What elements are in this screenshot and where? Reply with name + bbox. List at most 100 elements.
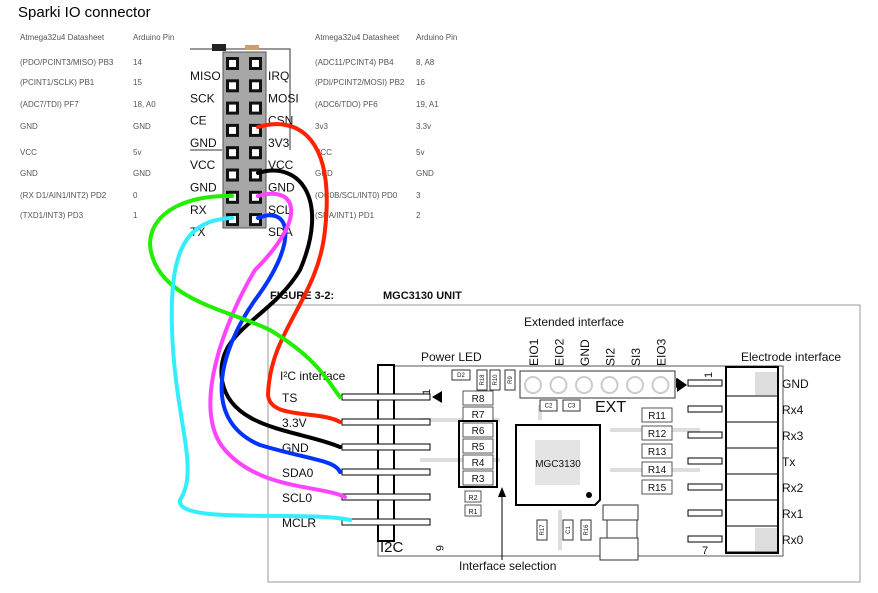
ext-pin-label: GND (578, 339, 592, 366)
table-cell-arduino-pin: 1 (133, 211, 138, 220)
i2c-pin (341, 393, 431, 401)
electrode-pin (687, 405, 723, 413)
component (562, 399, 581, 412)
header-pin-label: CE (190, 114, 207, 128)
page-title: Sparki IO connector (18, 4, 151, 21)
component-label: C2 (545, 404, 553, 410)
resistor-label: R3 (472, 474, 485, 485)
electrode-pin-number: 1 (703, 372, 715, 378)
resistor-label: R14 (648, 465, 667, 476)
table-cell-arduino-pin: 5v (133, 148, 142, 157)
resistor (464, 490, 482, 503)
power-led-label: Power LED (421, 350, 482, 364)
header-pin-label: TX (190, 225, 205, 239)
table-header: Arduino Pin (416, 33, 458, 42)
electrode-pin-label: Rx4 (782, 403, 804, 417)
table-cell-datasheet: (ADC6/TDO) PF6 (315, 100, 378, 109)
resistor (462, 422, 494, 438)
component-label: C3 (568, 404, 576, 410)
header-pin-label: SCL (268, 203, 292, 217)
resistor-label: R6 (472, 426, 485, 437)
resistor-label: R2 (469, 495, 478, 502)
header-pin-label: GND (268, 181, 295, 195)
table-cell-datasheet: (PCINT1/SCLK) PB1 (20, 78, 95, 87)
component (504, 369, 516, 391)
interface-selection-label: Interface selection (459, 559, 556, 573)
component-label: R10 (493, 374, 499, 386)
resistor-label: R7 (472, 410, 485, 421)
table-cell-arduino-pin: 18, A0 (133, 100, 156, 109)
electrode-interface-label: Electrode interface (741, 350, 841, 364)
table-cell-arduino-pin: GND (133, 169, 151, 178)
i2c-pin (341, 443, 431, 451)
table-cell-datasheet: (SDA/INT1) PD1 (315, 211, 375, 220)
i2c-interface-label: I²C interface (280, 369, 346, 383)
i2c-pin-number: 1 (421, 389, 433, 395)
i2c-connector (377, 364, 395, 542)
electrode-pin-label: Rx2 (782, 481, 804, 495)
header-pin-label: SCK (190, 91, 215, 105)
wire-green (147, 193, 342, 399)
resistor (641, 461, 673, 477)
ext-pin-label: SI2 (604, 348, 618, 366)
electrode-connector (725, 366, 779, 554)
table-cell-datasheet: (PDI/PCINT2/MOSI) PB2 (315, 78, 405, 87)
table-cell-arduino-pin: 5v (416, 148, 425, 157)
component (562, 519, 574, 541)
table-cell-arduino-pin: 3.3v (416, 122, 432, 131)
wire-magenta (208, 191, 347, 499)
table-cell-arduino-pin: GND (416, 169, 434, 178)
i2c-pin (341, 493, 431, 501)
table-cell-arduino-pin: 16 (416, 78, 425, 87)
resistor-label: R11 (648, 411, 666, 422)
resistor-label: R5 (472, 442, 485, 453)
electrode-pin (687, 431, 723, 439)
ext-pin-label: SI3 (629, 348, 643, 366)
ext-header (519, 370, 676, 399)
electrode-pin (687, 483, 723, 491)
chip-label: MGC3130 (535, 459, 581, 470)
resistor (462, 390, 494, 406)
i2c-pin-label: SCL0 (282, 491, 312, 505)
resistor (464, 504, 482, 517)
resistor-label: R12 (648, 429, 667, 440)
extended-interface-label: Extended interface (524, 315, 624, 329)
wire-cyan (169, 216, 352, 522)
electrode-pin-label: GND (782, 377, 809, 391)
table-cell-datasheet: (ADC7/TDI) PF7 (20, 100, 79, 109)
figure-name: MGC3130 UNIT (383, 290, 462, 302)
table-cell-arduino-pin: 0 (133, 191, 138, 200)
resistor (641, 425, 673, 441)
resistor (462, 438, 494, 454)
header-pin-label: 3V3 (268, 136, 290, 150)
i2c-pin-number: 6 (433, 545, 445, 551)
i2c-pin-label: MCLR (282, 516, 316, 530)
i2c-pin-label: SDA0 (282, 466, 314, 480)
header-pin-label: MOSI (268, 91, 299, 105)
component (539, 399, 558, 412)
header-pin-label: IRQ (268, 69, 289, 83)
ext-pin-label: EIO1 (527, 338, 541, 366)
table-cell-datasheet: (ADC11/PCINT4) PB4 (315, 58, 394, 67)
wire-red (256, 122, 342, 424)
resistor (462, 454, 494, 470)
table-cell-arduino-pin: 8, A8 (416, 58, 435, 67)
component-label: R16 (584, 524, 590, 536)
component-label: C1 (566, 526, 572, 534)
table-cell-datasheet: (RX D1/AIN1/INT2) PD2 (20, 191, 107, 200)
table-cell-datasheet: GND (20, 169, 38, 178)
electrode-pin (687, 457, 723, 465)
electrode-pin (687, 379, 723, 387)
table-cell-arduino-pin: 2 (416, 211, 421, 220)
header-pin-label: RX (190, 203, 207, 217)
i2c-pin-label: 3.3V (282, 416, 307, 430)
table-cell-arduino-pin: 3 (416, 191, 421, 200)
resistor-label: R1 (469, 509, 478, 516)
electrode-pin-number: 7 (702, 545, 708, 557)
electrode-pin (687, 509, 723, 517)
table-cell-arduino-pin: 14 (133, 58, 142, 67)
resistor-label: R15 (648, 483, 667, 494)
resistor (641, 479, 673, 495)
